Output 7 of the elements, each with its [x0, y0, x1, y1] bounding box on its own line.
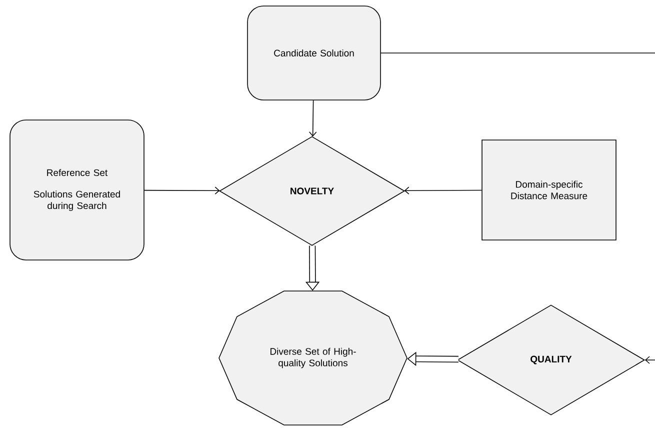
- arrow: [404, 186, 482, 194]
- rounded-box: Reference Set Solutions Generated during Search: [10, 120, 144, 260]
- arrow: [144, 186, 220, 194]
- arrow: [644, 356, 655, 364]
- rounded-box: Candidate Solution: [247, 6, 381, 100]
- arrow: [308, 100, 317, 137]
- process-box: Domain-specific Distance Measure: [482, 140, 616, 240]
